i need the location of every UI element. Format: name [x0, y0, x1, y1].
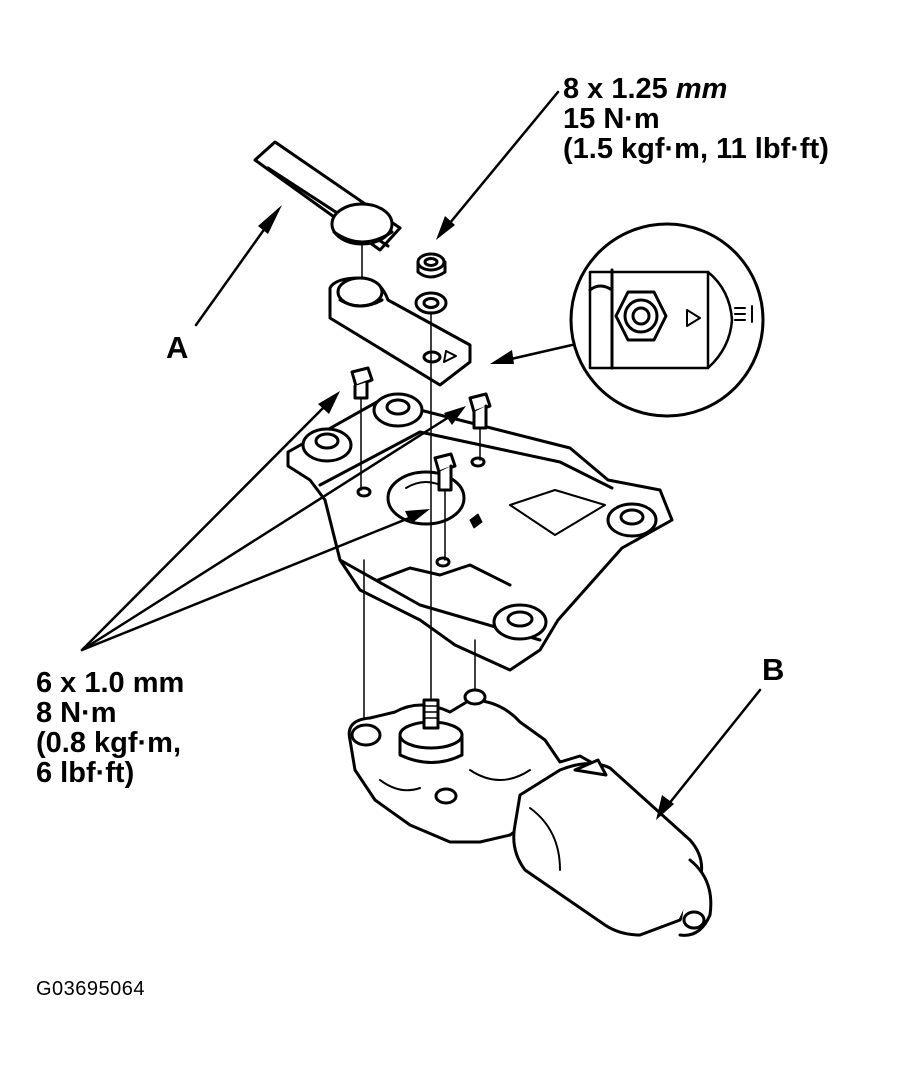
nut-torque-callout: 8 x 1.25 mm 15 N·m (1.5 kgf·m, 11 lbf·ft…: [563, 74, 829, 164]
detail-inset: [569, 222, 765, 418]
bolt-torque-alt-1: (0.8 kgf·m,: [36, 727, 182, 759]
nut-torque-alt: (1.5 kgf·m, 11 lbf·ft): [563, 133, 829, 165]
bolt-torque: 8 N·m: [36, 697, 117, 729]
label-a: A: [166, 330, 189, 365]
motor-crank-arm: [328, 276, 472, 387]
mounting-bracket: [286, 392, 674, 672]
figure-code: G03695064: [36, 978, 146, 1000]
nut-torque: 15 N·m: [563, 103, 660, 135]
wiper-linkage-arm: [253, 140, 402, 291]
bolt-size: 6 x 1.0 mm: [36, 667, 185, 699]
nut-8mm: [416, 252, 447, 279]
bolt-6mm-center: [433, 452, 457, 561]
leader-arrows: [80, 90, 762, 817]
arrow-heads: [258, 205, 674, 820]
label-b: B: [762, 652, 785, 687]
bolt-torque-callout: 6 x 1.0 mm 8 N·m (0.8 kgf·m, 6 lbf·ft): [36, 668, 184, 788]
bolt-6mm-right: [468, 392, 492, 461]
nut-size: 8 x 1.25 mm: [563, 73, 728, 105]
washer: [414, 291, 448, 315]
bolt-6mm-left: [350, 366, 374, 491]
bolt-torque-alt-2: 6 lbf·ft): [36, 757, 135, 789]
wiper-motor: [347, 688, 713, 937]
